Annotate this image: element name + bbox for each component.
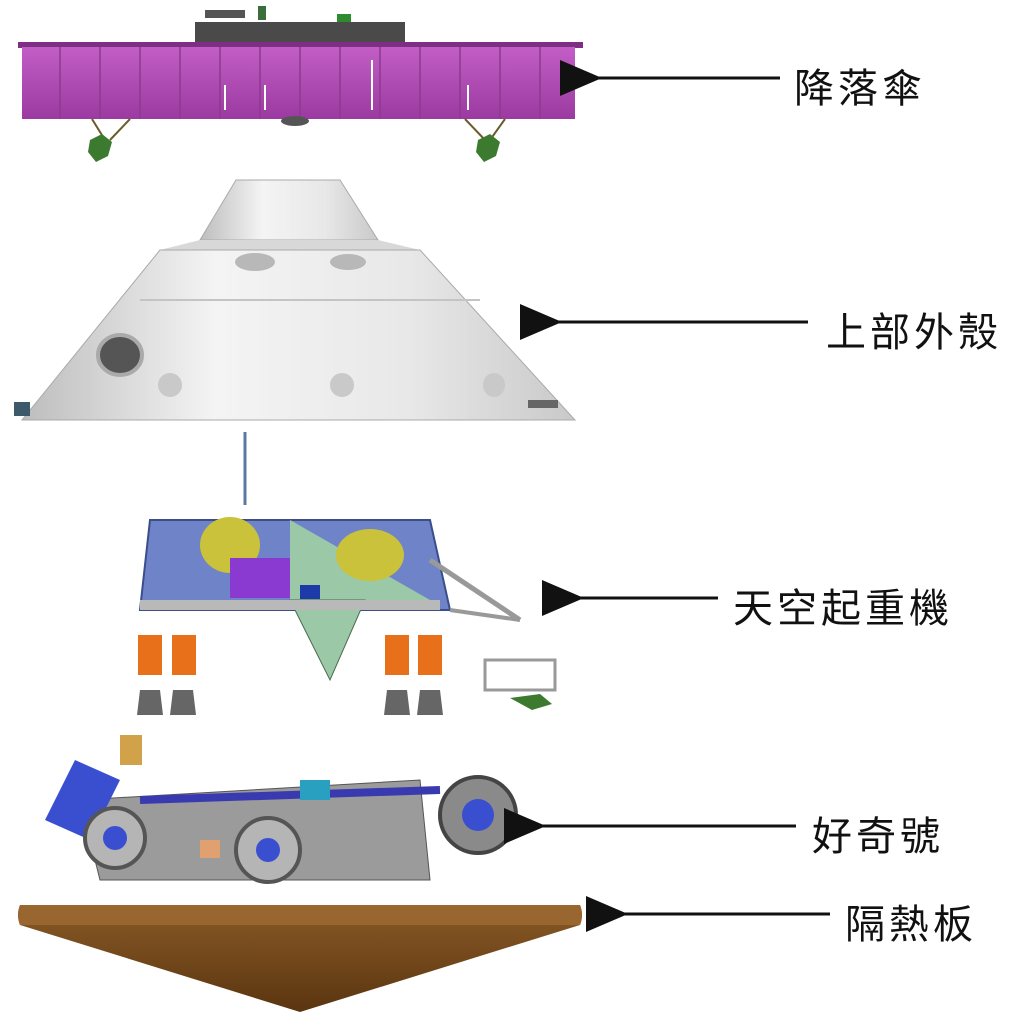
sky-crane-component bbox=[137, 517, 557, 715]
label-rover: 好奇號 bbox=[812, 814, 944, 860]
backshell-component bbox=[14, 179, 577, 421]
label-heat-shield: 隔熱板 bbox=[845, 902, 977, 948]
label-backshell: 上部外殼 bbox=[826, 310, 1002, 356]
rover-component bbox=[45, 735, 518, 884]
label-sky-crane: 天空起重機 bbox=[733, 586, 953, 632]
label-parachute: 降落傘 bbox=[794, 66, 926, 112]
parachute-component bbox=[18, 6, 583, 162]
heat-shield-component bbox=[18, 905, 582, 1012]
